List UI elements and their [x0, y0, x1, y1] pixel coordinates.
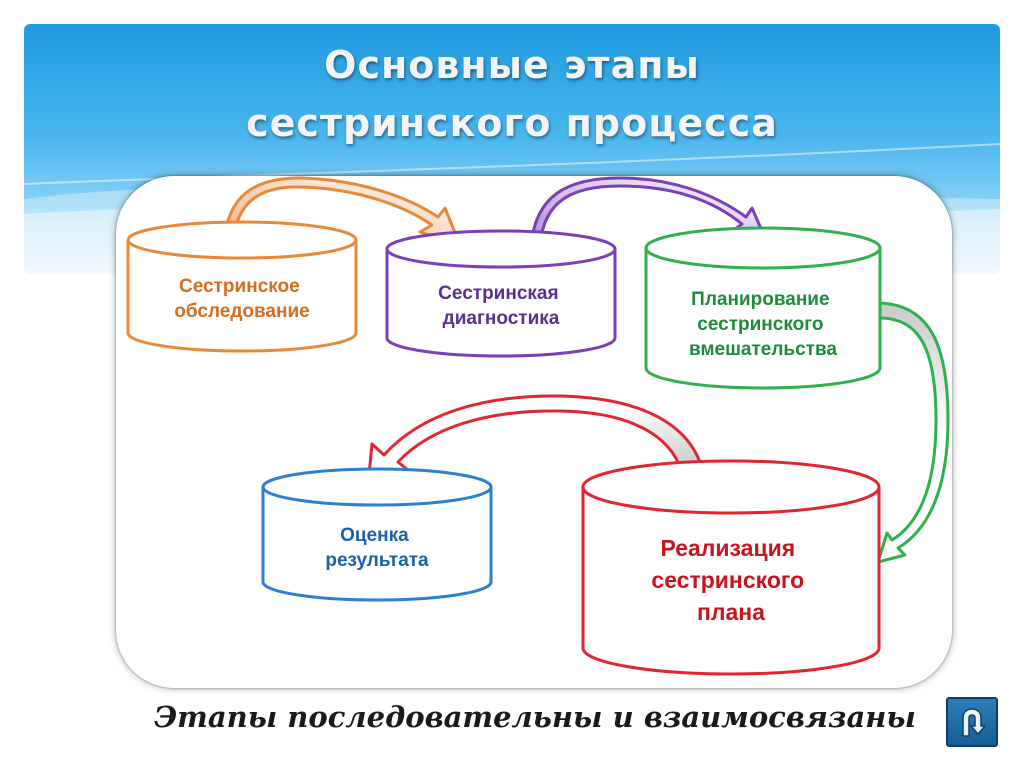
svg-text:Сестринская диагностик: Сестринская диагностика [438, 283, 564, 329]
title-line-2: сестринского процесса [246, 101, 778, 145]
svg-text:Сестринское обследован: Сестринское обследование [174, 276, 309, 322]
stage-sestrinskoe-obsledovanie: Сестринское обследование [126, 220, 358, 353]
stage-1-label-line-2: обследование [174, 301, 309, 322]
arrow-planirovanie-to-realizaciya [876, 301, 950, 564]
stage-planirovanie-vmeshatelstva: Планирование сестринского вмешательства [644, 226, 882, 390]
slide-caption: Этапы последовательны и взаимосвязаны [154, 700, 916, 734]
stage-5-label-line-2: результата [325, 550, 429, 571]
return-arrow-icon [962, 708, 986, 737]
stage-realizaciya-plana: Реализация сестринского плана [581, 459, 881, 676]
stage-3-label-line-1: Планирование [691, 289, 829, 310]
title-line-1: Основные этапы [324, 43, 700, 87]
return-button[interactable] [946, 697, 998, 747]
stage-5-label-line-1: Оценка [340, 525, 409, 546]
arrow-diagnostika-to-planirovanie [529, 176, 770, 247]
stage-3-label-line-3: вмешательства [689, 339, 837, 360]
stage-sestrinskaya-diagnostika: Сестринская диагностика [385, 229, 617, 358]
svg-text:Реализация сестринског: Реализация сестринского плана [651, 535, 810, 625]
arrow-realizaciya-to-ocenka [366, 394, 707, 487]
stage-4-label-line-3: плана [697, 599, 765, 625]
svg-text:Планирование сестринск: Планирование сестринского вмешательства [689, 289, 837, 360]
stage-ocenka-rezultata: Оценка результата [261, 467, 493, 602]
stage-2-label-line-1: Сестринская [438, 283, 558, 304]
stage-4-label-line-1: Реализация [660, 535, 795, 561]
stage-3-label-line-2: сестринского [697, 314, 823, 335]
svg-text:Оценка результата: Оценка результата [325, 525, 429, 571]
stage-2-label-line-2: диагностика [443, 308, 560, 329]
arrow-obsledovanie-to-diagnostika [222, 176, 462, 247]
stage-1-label-line-1: Сестринское [179, 276, 300, 297]
stage-4-label-line-2: сестринского [651, 567, 804, 593]
slide-title: Основные этапы сестринского процесса [24, 36, 1000, 152]
